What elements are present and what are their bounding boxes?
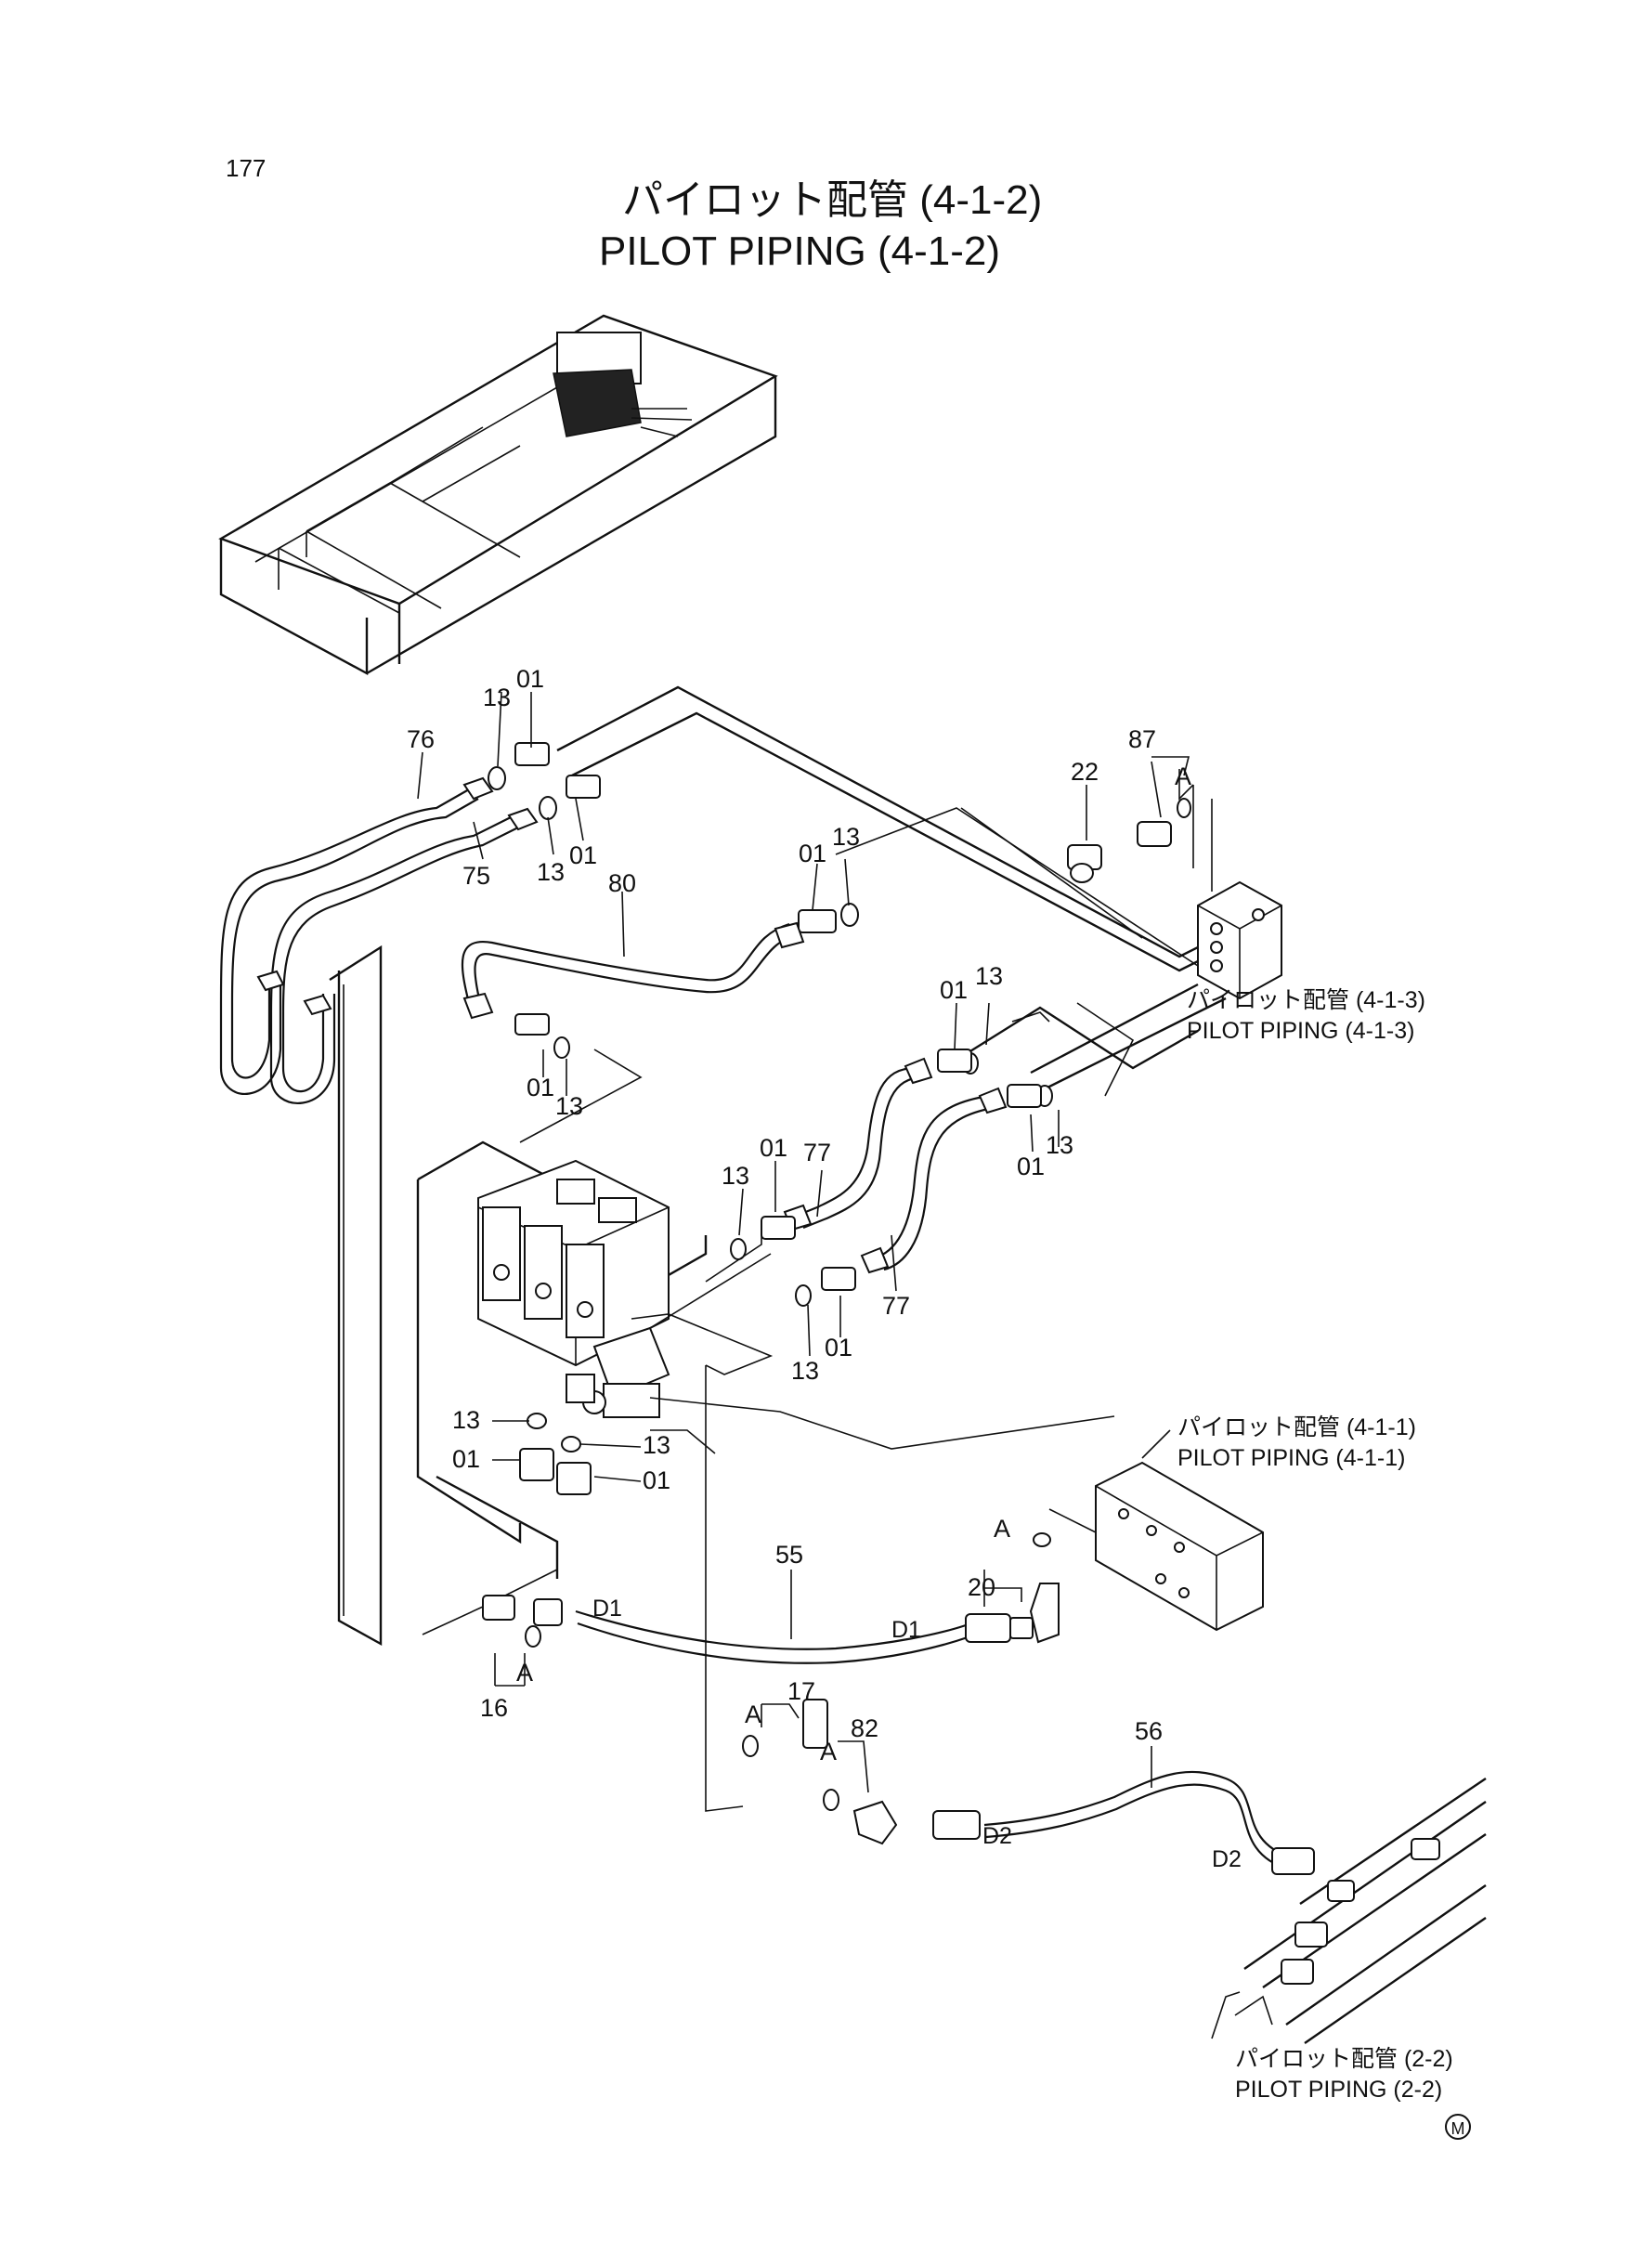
manifold-block-4-1-1 — [1048, 1461, 1264, 1632]
title-japanese: パイロット配管 (4-1-2) — [622, 177, 1042, 223]
part-label-01-a: 01 — [516, 665, 544, 693]
maker-mark-letter: M — [1451, 2119, 1465, 2138]
part-label-77-b: 77 — [882, 1292, 910, 1320]
part-label-55: 55 — [775, 1541, 803, 1569]
ref-4-1-3-jp: パイロット配管 (4-1-3) — [1187, 987, 1425, 1013]
part-label-01-c: 01 — [799, 840, 826, 867]
upper-hose-assembly — [219, 776, 539, 1647]
ref-2-2-jp: パイロット配管 (2-2) — [1235, 2046, 1453, 2072]
ref-4-1-1-jp: パイロット配管 (4-1-1) — [1177, 1414, 1416, 1440]
part-label-13-f: 13 — [1046, 1131, 1073, 1159]
ref-4-1-3-en: PILOT PIPING (4-1-3) — [1187, 1018, 1414, 1044]
ref-4-1-1-en: PILOT PIPING (4-1-1) — [1177, 1445, 1405, 1471]
part-label-20: 20 — [968, 1573, 995, 1601]
manifold-block-4-1-3 — [1011, 769, 1282, 1097]
marker-a-5: A — [820, 1738, 837, 1765]
part-label-01-j: 01 — [643, 1466, 670, 1494]
part-label-13-a: 13 — [483, 684, 511, 711]
connection-markers: A A A A A D1 D1 D2 D2 — [516, 762, 1242, 1872]
marker-d2-left: D2 — [982, 1823, 1012, 1849]
pilot-piping-2-2-assembly — [1234, 1778, 1487, 2044]
title-english: PILOT PIPING (4-1-2) — [599, 228, 1000, 274]
part-label-01-d: 01 — [527, 1074, 554, 1101]
marker-a-4: A — [745, 1700, 761, 1728]
page-number: 177 — [226, 154, 266, 182]
part-label-01-f: 01 — [1017, 1153, 1045, 1180]
part-label-75: 75 — [462, 862, 490, 890]
part-label-80: 80 — [608, 869, 636, 897]
part-label-13-j: 13 — [643, 1431, 670, 1459]
marker-d1-right: D1 — [891, 1617, 921, 1643]
cross-references: パイロット配管 (4-1-3) PILOT PIPING (4-1-3) パイロ… — [1177, 987, 1453, 2103]
marker-a-2: A — [994, 1515, 1010, 1543]
part-label-01-e: 01 — [940, 976, 968, 1004]
hose-56 — [742, 1699, 1315, 1875]
hose-80 — [461, 921, 805, 1143]
marker-d2-right: D2 — [1212, 1846, 1242, 1872]
marker-a-1: A — [1175, 762, 1191, 790]
machine-frame-overview — [218, 314, 778, 676]
part-label-76: 76 — [407, 725, 435, 753]
part-label-17: 17 — [787, 1677, 815, 1705]
part-label-13-c: 13 — [832, 823, 860, 851]
part-label-01-g: 01 — [760, 1134, 787, 1162]
part-label-56: 56 — [1135, 1717, 1163, 1745]
part-label-01-b: 01 — [569, 841, 597, 869]
pilot-control-valve — [416, 1140, 1115, 1812]
part-label-13-h: 13 — [791, 1357, 819, 1385]
part-label-87: 87 — [1128, 725, 1156, 753]
part-label-01-h: 01 — [825, 1334, 852, 1362]
part-label-13-g: 13 — [722, 1162, 749, 1190]
marker-d1-left: D1 — [592, 1596, 622, 1622]
hose-55 — [482, 1532, 1060, 1664]
part-label-13-i: 13 — [452, 1406, 480, 1434]
part-number-labels: 76 75 13 01 13 01 80 01 13 22 87 01 13 0… — [407, 665, 1163, 1745]
part-label-16: 16 — [480, 1694, 508, 1722]
part-label-01-i: 01 — [452, 1445, 480, 1473]
leader-lines — [417, 691, 1241, 2039]
marker-a-3: A — [516, 1659, 533, 1687]
part-label-13-b: 13 — [537, 858, 565, 886]
part-label-22: 22 — [1071, 758, 1099, 786]
part-label-13-e: 13 — [975, 962, 1003, 990]
part-label-77-a: 77 — [803, 1139, 831, 1166]
ref-2-2-en: PILOT PIPING (2-2) — [1235, 2077, 1442, 2103]
part-label-82: 82 — [851, 1714, 878, 1742]
upper-fittings — [488, 742, 859, 933]
maker-mark: M — [1445, 2114, 1471, 2140]
mid-pipes-77 — [730, 983, 1227, 1307]
part-label-13-d: 13 — [555, 1092, 583, 1120]
